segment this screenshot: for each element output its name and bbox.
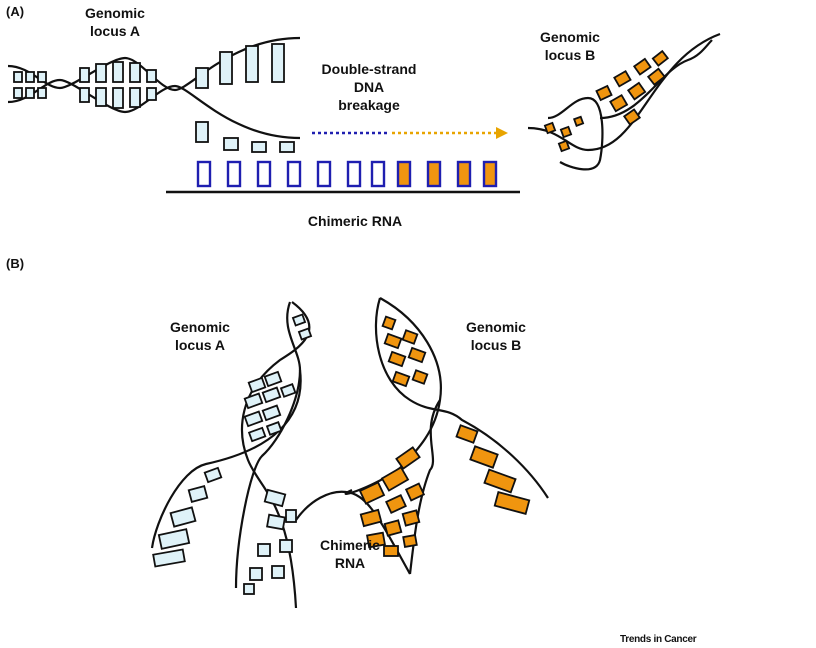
panel-a-breakage-label: Double-strand DNA breakage [304,60,434,114]
label-line: locus B [544,47,596,63]
panel-a-locus-a-label: Genomic locus A [70,4,160,40]
locus-a-bases-a [13,43,295,153]
label-line: Genomic [540,29,600,45]
locus-a-helix-b [150,301,311,609]
label-line: DNA [353,79,385,95]
panel-a-chimeric-rna-label: Chimeric RNA [307,213,403,229]
panel-b-chimeric-rna-label: Chimeric RNA [310,536,390,572]
locus-b-bases-b [358,315,531,557]
label-line: Genomic [466,319,526,335]
journal-footer: Trends in Cancer [620,634,697,645]
label-line: breakage [338,97,400,113]
label-line: Chimeric [320,537,380,553]
locus-b-helix-a [527,32,721,171]
locus-b-bases-a [543,49,670,153]
label-line: locus A [174,337,226,353]
panel-b-locus-a-label: Genomic locus A [160,318,240,354]
panel-b-tag: (B) [6,256,25,271]
chimeric-rna-bases-a [196,160,498,188]
label-line: Double-strand [321,61,417,77]
label-line: locus A [89,23,141,39]
locus-a-helix-a [7,36,301,140]
arrowhead-icon [496,127,508,139]
locus-a-bases-b [152,313,313,595]
label-line: locus B [470,337,522,353]
label-line: Genomic [85,5,145,21]
label-line: Genomic [170,319,230,335]
panel-a-tag: (A) [6,4,25,19]
panel-a-locus-b-label: Genomic locus B [530,28,610,64]
label-line: RNA [334,555,366,571]
panel-b-locus-b-label: Genomic locus B [456,318,536,354]
